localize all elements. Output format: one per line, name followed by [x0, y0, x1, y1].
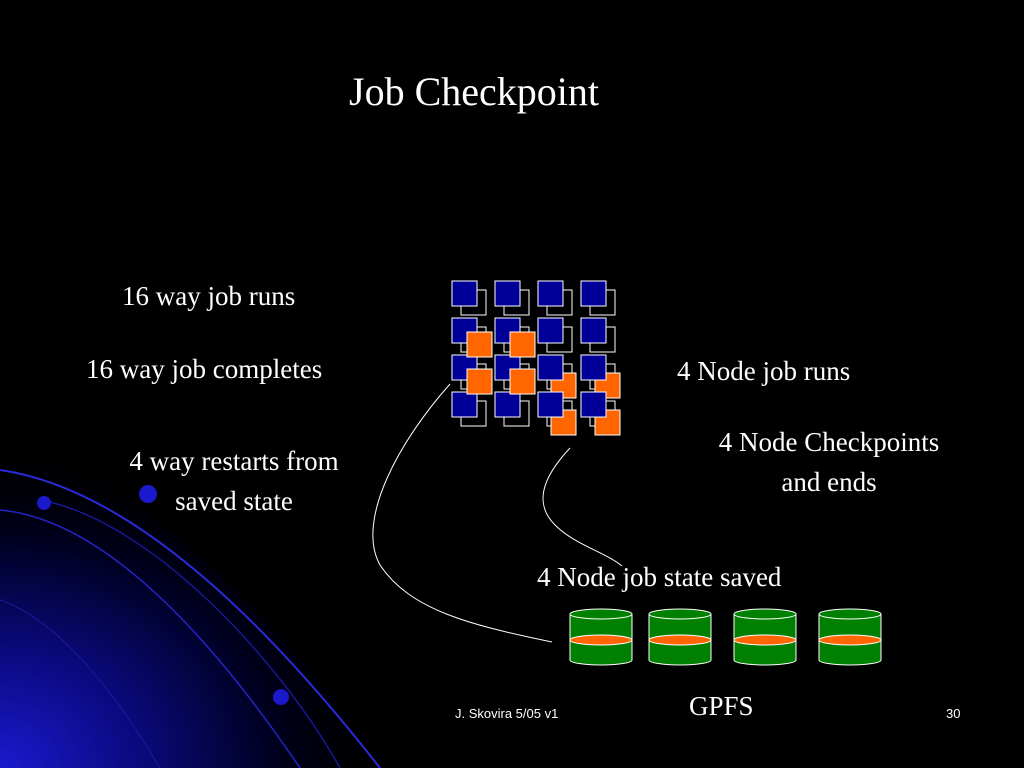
label-4-way-restarts-line2: saved state	[175, 486, 293, 516]
node-front-2	[580, 354, 607, 381]
node-group-4	[466, 331, 621, 436]
node-front-3	[537, 391, 564, 418]
node-16-14	[494, 391, 530, 427]
node-16-1	[451, 280, 487, 316]
node-front-4	[580, 391, 607, 418]
footer-page-number: 30	[946, 706, 961, 721]
node-16-3	[537, 280, 573, 316]
label-4-node-state-saved: 4 Node job state saved	[537, 562, 782, 592]
restart-node-2	[509, 331, 536, 358]
gpfs-disk-2	[648, 608, 712, 666]
label-16-way-job-completes: 16 way job completes	[86, 354, 323, 384]
label-4-node-job-runs: 4 Node job runs	[677, 356, 851, 386]
footer-author: J. Skovira 5/05 v1	[455, 706, 559, 721]
node-16-13	[451, 391, 487, 427]
restart-node-1	[466, 331, 493, 358]
slide-title: Job Checkpoint	[349, 69, 599, 114]
gpfs-disk-1	[569, 608, 633, 666]
label-4-node-checkpoints: 4 Node Checkpoints and ends	[680, 422, 978, 502]
label-16-way-job-runs: 16 way job runs	[122, 281, 296, 311]
node-16-8	[580, 317, 616, 353]
restart-connector-curve	[372, 383, 553, 643]
gpfs-disks	[569, 608, 882, 666]
deco-dot-3	[273, 689, 289, 705]
label-4-node-checkpoints-line2: and ends	[781, 467, 877, 497]
restart-node-4	[509, 368, 536, 395]
label-4-node-checkpoints-line1: 4 Node Checkpoints	[718, 427, 940, 457]
node-front-1	[537, 354, 564, 381]
label-gpfs: GPFS	[689, 691, 754, 721]
deco-dot-1	[37, 496, 51, 510]
gpfs-disk-3	[733, 608, 797, 666]
checkpoint-connector-curve	[542, 447, 623, 567]
node-16-7	[537, 317, 573, 353]
label-4-way-restarts-line1: 4 way restarts from	[129, 446, 339, 476]
node-16-2	[494, 280, 530, 316]
node-16-4	[580, 280, 616, 316]
deco-dot-2	[139, 485, 157, 503]
gpfs-disk-4	[818, 608, 882, 666]
label-4-way-restarts: 4 way restarts from saved state	[84, 441, 384, 521]
restart-node-3	[466, 368, 493, 395]
